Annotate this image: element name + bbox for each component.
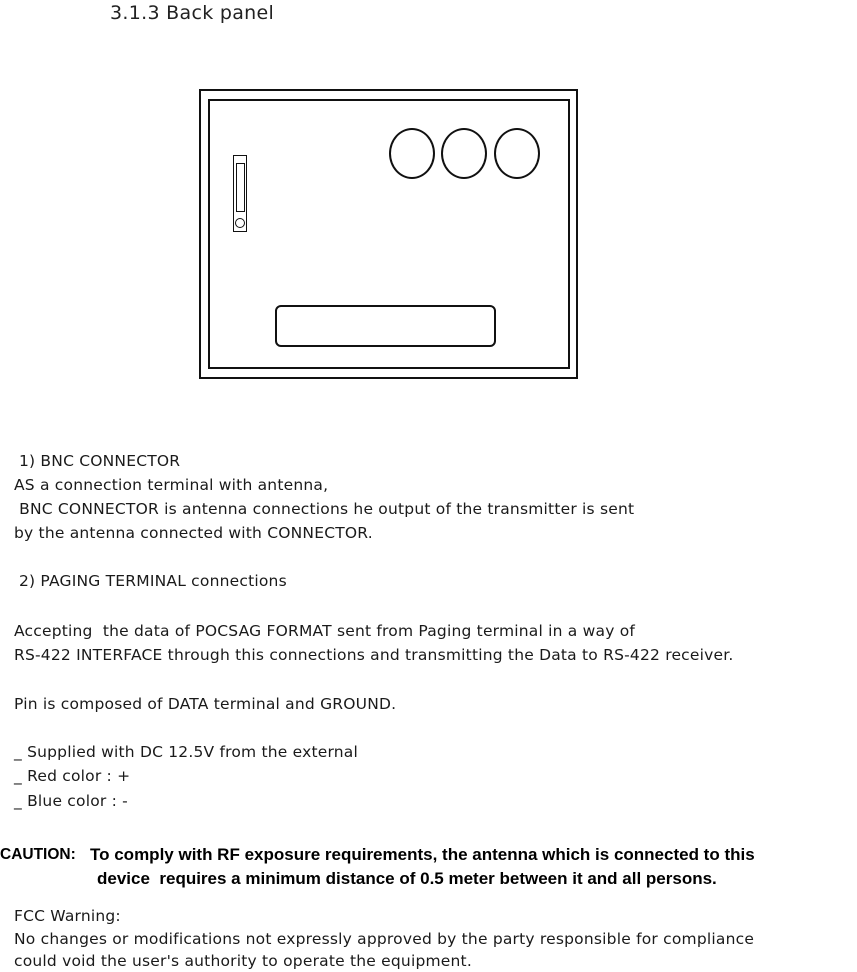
caution-line-1: To comply with RF exposure requirements,… — [90, 845, 755, 864]
paging-line: Accepting the data of POCSAG FORMAT sent… — [14, 622, 636, 640]
bnc-heading: 1) BNC CONNECTOR — [19, 452, 181, 470]
fcc-heading: FCC Warning: — [14, 907, 121, 925]
power-led-icon — [235, 218, 245, 228]
pin-note: Pin is composed of DATA terminal and GRO… — [14, 695, 397, 713]
power-line: _ Red color : + — [14, 767, 131, 785]
caution-line-2: device requires a minimum distance of 0.… — [97, 869, 717, 888]
paging-terminal-block-icon — [275, 305, 496, 347]
bnc-line: BNC CONNECTOR is antenna connections he … — [14, 500, 635, 518]
bnc-line: by the antenna connected with CONNECTOR. — [14, 524, 373, 542]
panel-inner-frame — [208, 99, 570, 369]
fcc-line: could void the user's authority to opera… — [14, 952, 472, 970]
section-title: 3.1.3 Back panel — [110, 2, 275, 24]
bnc-line: AS a connection terminal with antenna, — [14, 476, 329, 494]
panel-outer-frame — [199, 89, 578, 379]
power-line: _ Blue color : - — [14, 792, 128, 810]
bnc-connector-icon — [441, 128, 487, 179]
paging-line: RS-422 INTERFACE through this connection… — [14, 646, 734, 664]
paging-heading: 2) PAGING TERMINAL connections — [19, 572, 287, 590]
bnc-connector-icon — [389, 128, 435, 179]
power-line: _ Supplied with DC 12.5V from the extern… — [14, 743, 359, 761]
power-switch-icon — [233, 155, 247, 232]
fcc-line: No changes or modifications not expressl… — [14, 930, 755, 948]
power-switch-slot-icon — [236, 163, 245, 212]
caution-label: CAUTION: — [0, 846, 76, 863]
bnc-connector-icon — [494, 128, 540, 179]
